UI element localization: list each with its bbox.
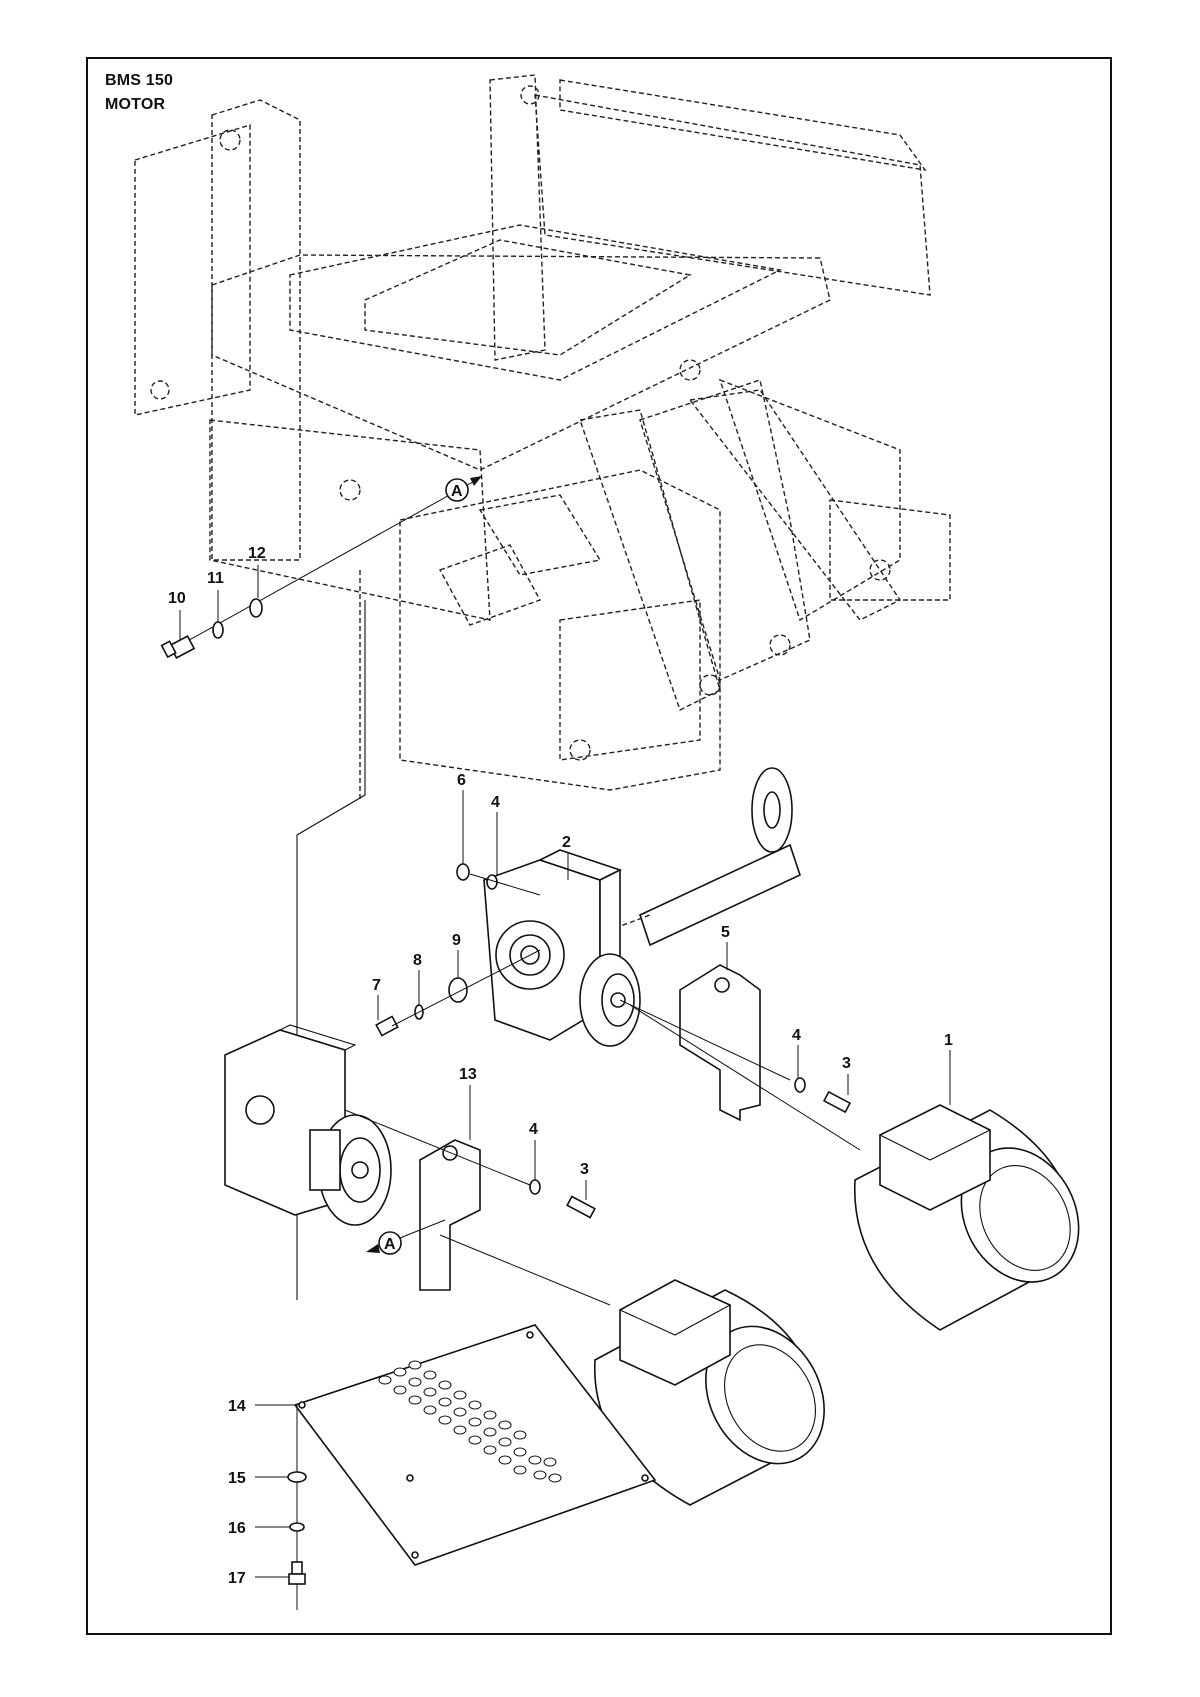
callout-6: 6 — [457, 772, 466, 789]
section-title: MOTOR — [105, 96, 166, 113]
callout-8: 8 — [413, 952, 422, 969]
washer-4-right — [794, 1077, 806, 1093]
callout-15: 15 — [228, 1470, 246, 1487]
callout-7: 7 — [372, 977, 381, 994]
washer-4-lower — [529, 1179, 541, 1195]
callout-12: 12 — [248, 545, 266, 562]
callout-3-lower: 3 — [580, 1161, 589, 1178]
callout-4-top: 4 — [491, 794, 500, 811]
bolt-3-lower — [566, 1195, 596, 1219]
washer-9 — [448, 977, 468, 1003]
machine-frame-outline — [134, 74, 951, 800]
marker-a-label: A — [451, 483, 463, 500]
cover-plate-14 — [293, 1324, 657, 1566]
bracket-13 — [419, 1139, 481, 1291]
washer-16 — [289, 1522, 305, 1532]
callout-10: 10 — [168, 590, 186, 607]
gearbox-lower — [224, 1024, 392, 1226]
marker-a-label: A — [384, 1236, 396, 1253]
motor-lower — [594, 1279, 825, 1506]
view-marker-a-lower: A — [366, 1219, 446, 1255]
callout-11: 11 — [207, 570, 224, 587]
bolt-10 — [160, 635, 196, 659]
callout-4-right: 4 — [792, 1027, 801, 1044]
gearbox-2 — [483, 849, 641, 1047]
washer-12 — [249, 598, 263, 618]
callout-4-lower: 4 — [529, 1121, 538, 1138]
motor-1 — [853, 1104, 1080, 1331]
bracket-5 — [679, 964, 761, 1122]
bolt-3-right — [822, 1090, 852, 1114]
callout-13: 13 — [459, 1066, 477, 1083]
callout-3-right: 3 — [842, 1055, 851, 1072]
washer-15 — [287, 1471, 307, 1483]
bolt-7 — [375, 1015, 399, 1037]
callout-leaders — [179, 565, 951, 1578]
callout-5: 5 — [721, 924, 730, 941]
nut-6 — [456, 863, 470, 881]
view-marker-a-upper: A — [174, 476, 482, 649]
output-shaft — [569, 767, 801, 947]
callout-2: 2 — [562, 834, 571, 851]
callout-16: 16 — [228, 1520, 246, 1537]
callout-9: 9 — [452, 932, 461, 949]
washer-11 — [212, 621, 224, 639]
callout-14: 14 — [228, 1398, 246, 1415]
drawing-frame — [86, 57, 1112, 1635]
model-title: BMS 150 — [105, 72, 174, 89]
callout-17: 17 — [228, 1570, 246, 1587]
callout-1: 1 — [944, 1032, 953, 1049]
bolt-17 — [288, 1561, 306, 1585]
